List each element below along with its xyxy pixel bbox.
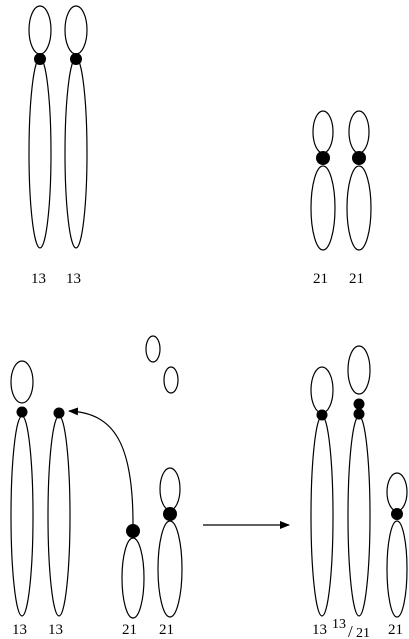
chromosome-13-c: [10, 360, 34, 617]
chromosome-21-a: [310, 110, 336, 251]
chromosome-21-b: [346, 110, 372, 251]
fusion-arrow: [68, 407, 134, 525]
label-21-b: 21: [349, 271, 364, 287]
chromosome-13-d: [47, 407, 71, 617]
translocation-chromosome-13-21: [347, 345, 371, 617]
label-21-d: 21: [159, 622, 174, 638]
label-21-e: 21: [388, 622, 403, 638]
chromosome-13-a: [28, 5, 52, 249]
label-13-d: 13: [48, 622, 63, 638]
label-13-e: 13: [312, 622, 327, 638]
detached-short-arms: [145, 335, 179, 394]
label-13-b: 13: [66, 271, 81, 287]
label-13-c: 13: [12, 622, 27, 638]
chromosome-21-e: [386, 472, 408, 618]
label-21-a: 21: [313, 271, 328, 287]
chromosome-13-e: [310, 366, 334, 617]
label-21-c: 21: [122, 622, 137, 638]
label-13-21-bottom: 21: [356, 626, 370, 639]
chromosome-13-b: [64, 5, 88, 249]
chromosome-21-d: [157, 467, 183, 618]
chromosome-21-c: [121, 524, 145, 619]
label-13-21-top: 13: [332, 617, 346, 632]
label-13-a: 13: [31, 271, 46, 287]
label-13-21-slash: /: [348, 622, 353, 639]
